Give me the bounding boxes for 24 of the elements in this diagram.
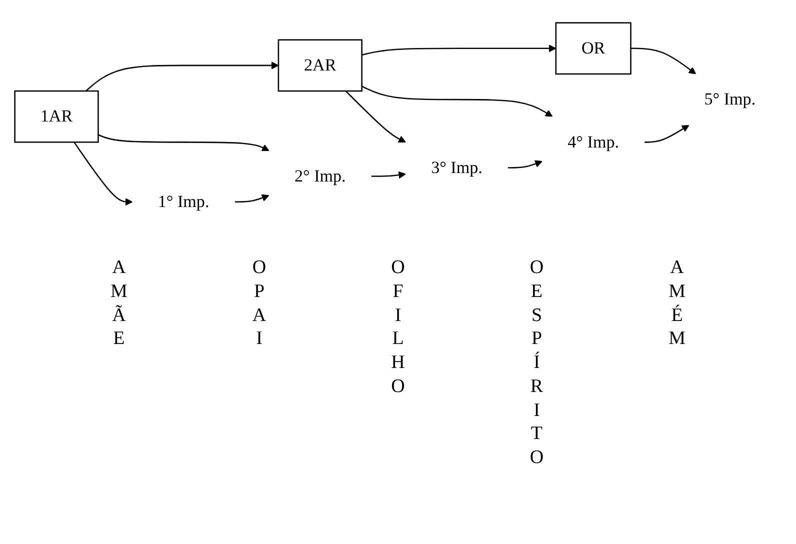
vertical-word: A M É M [668, 256, 686, 352]
node-text: 1° Imp. [158, 192, 210, 212]
vertical-word: A M Ã E [110, 256, 128, 352]
arrow [85, 62, 279, 92]
arrow [644, 124, 690, 143]
arrow [630, 48, 696, 74]
node-text: 2° Imp. [294, 166, 346, 186]
arrow [234, 194, 270, 202]
node-text: 3° Imp. [431, 158, 482, 178]
arrow [74, 142, 133, 206]
node-box: 1AR [14, 90, 99, 143]
arrow [508, 160, 542, 168]
node-box: OR [555, 22, 632, 74]
node-text: 4° Imp. [568, 132, 619, 152]
vertical-word: O P A I [252, 256, 266, 352]
arrow [371, 171, 406, 179]
vertical-word: O E S P Í R I T O [530, 256, 544, 470]
arrow [345, 90, 406, 142]
node-box: 2AR [278, 39, 362, 92]
arrow [362, 86, 553, 117]
arrow [362, 44, 556, 56]
node-text: 5° Imp. [704, 90, 756, 109]
vertical-word: O F I L H O [391, 256, 405, 399]
arrow [98, 134, 270, 151]
